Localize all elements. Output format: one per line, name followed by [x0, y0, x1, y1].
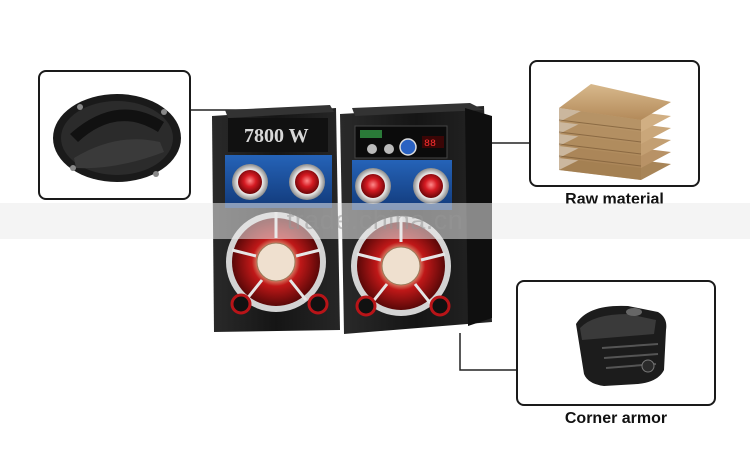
- right-speaker: 88: [340, 103, 492, 334]
- handle-callout-box: [38, 70, 191, 200]
- corner-armor-leader-line: [459, 333, 518, 371]
- raw-material-callout-box: [529, 60, 700, 187]
- corner-armor-callout-box: [516, 280, 716, 406]
- speaker-handle-image: [53, 94, 181, 182]
- corner-armor-label: Corner armor: [564, 410, 668, 427]
- watermark-band: [0, 203, 750, 239]
- svg-text:88: 88: [424, 139, 436, 150]
- speaker-power-badge: 7800 W: [244, 125, 309, 147]
- wood-board-stack-image: [558, 84, 671, 180]
- watermark: trade.china.cn: [286, 205, 464, 235]
- corner-armor-image: [576, 305, 667, 386]
